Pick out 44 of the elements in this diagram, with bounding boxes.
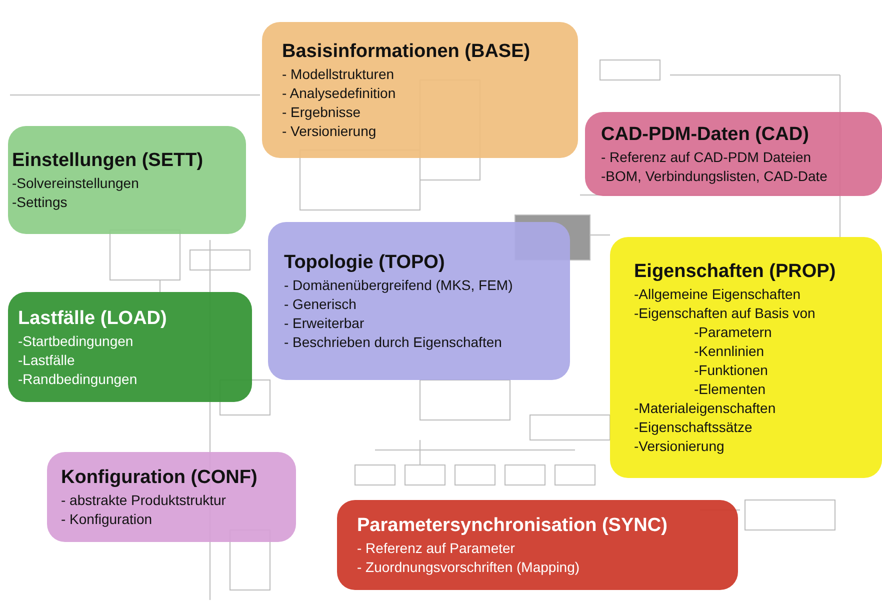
list-item: - Erweiterbar <box>284 314 366 333</box>
box-heading: CAD-PDM-Daten (CAD) <box>601 123 810 147</box>
list-item: - Konfiguration <box>61 510 154 529</box>
list-item: - Referenz auf Parameter <box>357 539 516 558</box>
category-box <box>268 222 570 380</box>
list-item: -Eigenschaften auf Basis von <box>634 304 816 323</box>
box-heading: Parametersynchronisation (SYNC) <box>357 514 668 538</box>
list-item: -Elementen <box>694 380 767 399</box>
list-item: - Referenz auf CAD-PDM Dateien <box>601 148 812 167</box>
category-box <box>585 112 882 196</box>
list-item: - Ergebnisse <box>282 103 362 122</box>
category-box <box>610 237 882 478</box>
box-heading: Eigenschaften (PROP) <box>634 260 837 284</box>
list-item: - Analysedefinition <box>282 84 397 103</box>
list-item: -Startbedingungen <box>18 332 134 350</box>
box-heading: Topologie (TOPO) <box>284 251 446 275</box>
category-box <box>262 22 578 158</box>
list-item: -Randbedingungen <box>18 370 138 388</box>
list-item: -Parametern <box>694 323 773 342</box>
list-item: -Eigenschaftssätze <box>634 418 754 437</box>
box-heading: Basisinformationen (BASE) <box>282 40 532 64</box>
list-item: -Funktionen <box>694 361 769 380</box>
list-item: - Zuordnungsvorschriften (Mapping) <box>357 558 581 577</box>
list-item: -Allgemeine Eigenschaften <box>634 285 802 304</box>
list-item: - Modellstrukturen <box>282 65 396 84</box>
list-item: - abstrakte Produktstruktur <box>61 491 227 510</box>
box-heading: Lastfälle (LOAD) <box>18 306 168 330</box>
list-item: - Domänenübergreifend (MKS, FEM) <box>284 276 514 295</box>
category-box <box>8 126 246 234</box>
list-item: -Settings <box>12 193 68 212</box>
list-item: -Versionierung <box>634 437 726 456</box>
list-item: -BOM, Verbindungslisten, CAD-Date <box>601 167 828 186</box>
box-heading: Konfiguration (CONF) <box>61 466 258 490</box>
list-item: - Beschrieben durch Eigenschaften <box>284 333 503 352</box>
list-item: - Versionierung <box>282 122 378 141</box>
category-box <box>337 500 738 590</box>
category-box <box>47 452 296 542</box>
list-item: - Generisch <box>284 295 358 314</box>
box-heading: Einstellungen (SETT) <box>12 149 204 173</box>
category-box <box>8 292 252 402</box>
list-item: -Solvereinstellungen <box>12 174 140 193</box>
list-item: -Kennlinien <box>694 342 766 361</box>
list-item: -Materialeigenschaften <box>634 399 777 418</box>
list-item: -Lastfälle <box>18 350 76 370</box>
